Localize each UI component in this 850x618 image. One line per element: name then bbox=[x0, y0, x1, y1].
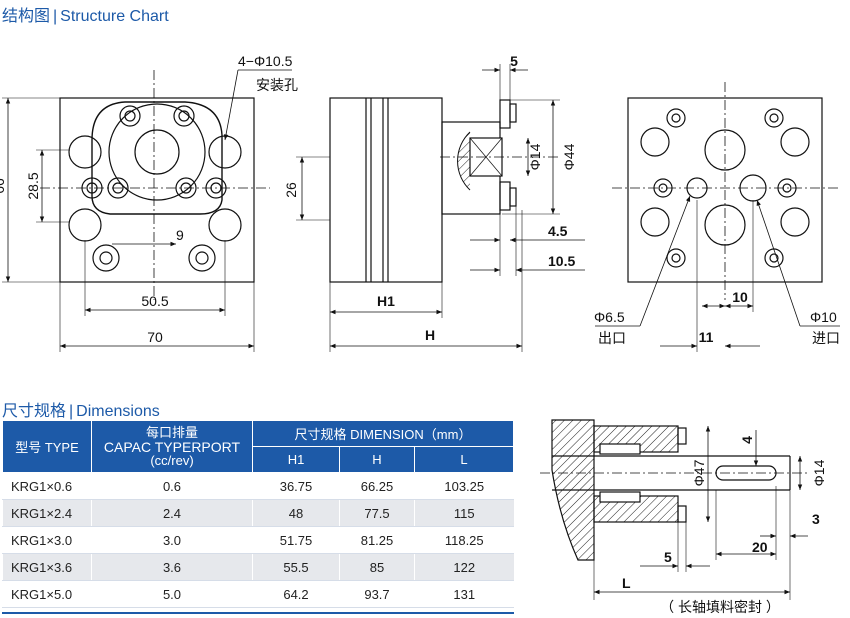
col-type-header: 型号 TYPE bbox=[2, 420, 92, 473]
col-h-header: H bbox=[339, 446, 415, 473]
dim-side-H1: H1 bbox=[377, 293, 395, 309]
cell-capac: 5.0 bbox=[91, 580, 253, 608]
dim-seal-L: L bbox=[622, 575, 631, 591]
inlet-size: Φ10 bbox=[810, 309, 837, 325]
front-view bbox=[2, 69, 292, 352]
cell-capac: 3.0 bbox=[91, 526, 253, 554]
dimensions-title-cn: 尺寸规格 bbox=[2, 403, 67, 420]
cell-l: 131 bbox=[414, 580, 514, 608]
col-h1-header: H1 bbox=[252, 446, 340, 473]
dim-port-10: 10 bbox=[732, 289, 748, 305]
cell-l: 115 bbox=[414, 499, 514, 527]
cell-type: KRG1×2.4 bbox=[2, 499, 92, 527]
side-body-outline bbox=[329, 97, 443, 283]
cell-h1: 36.75 bbox=[252, 472, 340, 500]
dim-side-10-5: 10.5 bbox=[548, 253, 575, 269]
cell-h1: 55.5 bbox=[252, 553, 340, 581]
seal-view bbox=[540, 419, 810, 600]
cell-type: KRG1×0.6 bbox=[2, 472, 92, 500]
dim-66: 66 bbox=[0, 178, 7, 194]
structure-chart-title: 结构图|Structure Chart bbox=[2, 2, 169, 26]
table-row: KRG1×3.6 3.6 55.5 85 122 bbox=[2, 553, 514, 581]
cell-l: 118.25 bbox=[414, 526, 514, 554]
table-row: KRG1×3.0 3.0 51.75 81.25 118.25 bbox=[2, 526, 514, 554]
dim-side-26: 26 bbox=[283, 182, 299, 198]
cell-h1: 51.75 bbox=[252, 526, 340, 554]
col-dimension-header: 尺寸规格 DIMENSION（mm） bbox=[252, 420, 514, 447]
dim-seal-5: 5 bbox=[664, 549, 672, 565]
dim-seal-3: 3 bbox=[812, 511, 820, 527]
dim-side-4-5: 4.5 bbox=[548, 223, 568, 239]
dim-50-5: 50.5 bbox=[141, 293, 168, 309]
dimensions-table: 型号 TYPE 每口排量 CAPAC TYPERPORT (cc/rev) 尺寸… bbox=[2, 420, 514, 608]
cell-capac: 2.4 bbox=[91, 499, 253, 527]
dim-seal-phi14: Φ14 bbox=[811, 459, 827, 486]
cell-type: KRG1×3.0 bbox=[2, 526, 92, 554]
port-view bbox=[595, 82, 840, 352]
cell-h: 85 bbox=[339, 553, 415, 581]
dim-seal-4: 4 bbox=[739, 436, 755, 444]
dim-side-H: H bbox=[425, 327, 435, 343]
table-row: KRG1×2.4 2.4 48 77.5 115 bbox=[2, 499, 514, 527]
holes-label-cn: 安装孔 bbox=[256, 77, 298, 93]
cell-h: 77.5 bbox=[339, 499, 415, 527]
cell-l: 103.25 bbox=[414, 472, 514, 500]
dim-port-11: 11 bbox=[699, 329, 714, 345]
cell-h: 93.7 bbox=[339, 580, 415, 608]
cell-h: 66.25 bbox=[339, 472, 415, 500]
table-bottom-rule bbox=[2, 612, 514, 614]
cell-capac: 3.6 bbox=[91, 553, 253, 581]
dim-28-5: 28.5 bbox=[25, 172, 41, 199]
cell-h: 81.25 bbox=[339, 526, 415, 554]
col-capac-cn: 每口排量 bbox=[145, 424, 198, 440]
structure-title-en: Structure Chart bbox=[60, 8, 169, 25]
dimensions-title: 尺寸规格|Dimensions bbox=[2, 397, 160, 421]
dimensions-title-en: Dimensions bbox=[76, 403, 160, 420]
outlet-size: Φ6.5 bbox=[594, 309, 625, 325]
dim-70: 70 bbox=[147, 329, 163, 345]
cell-h1: 64.2 bbox=[252, 580, 340, 608]
col-capac-header: 每口排量 CAPAC TYPERPORT (cc/rev) bbox=[91, 420, 253, 473]
cell-type: KRG1×5.0 bbox=[2, 580, 92, 608]
table-row: KRG1×0.6 0.6 36.75 66.25 103.25 bbox=[2, 472, 514, 500]
seal-caption: （ 长轴填料密封 ） bbox=[660, 599, 780, 615]
dim-side-5: 5 bbox=[510, 53, 518, 69]
cell-h1: 48 bbox=[252, 499, 340, 527]
front-body-outline bbox=[59, 97, 255, 283]
col-capac-unit: (cc/rev) bbox=[150, 452, 194, 468]
dim-side-phi44: Φ44 bbox=[561, 143, 577, 170]
structure-title-cn: 结构图 bbox=[2, 8, 51, 25]
dim-9: 9 bbox=[176, 227, 184, 243]
inlet-label: 进口 bbox=[812, 330, 840, 346]
table-row: KRG1×5.0 5.0 64.2 93.7 131 bbox=[2, 580, 514, 608]
dim-seal-20: 20 bbox=[752, 539, 768, 555]
title-separator: | bbox=[53, 8, 58, 25]
cell-capac: 0.6 bbox=[91, 472, 253, 500]
outlet-label: 出口 bbox=[598, 330, 626, 346]
dim-seal-phi47: Φ47 bbox=[691, 459, 707, 486]
title-separator: | bbox=[69, 403, 74, 420]
col-l-header: L bbox=[414, 446, 514, 473]
cell-l: 122 bbox=[414, 553, 514, 581]
side-view bbox=[296, 64, 585, 352]
dim-side-phi14: Φ14 bbox=[527, 143, 543, 170]
cell-type: KRG1×3.6 bbox=[2, 553, 92, 581]
holes-label: 4−Φ10.5 bbox=[238, 53, 293, 69]
col-capac-en: CAPAC TYPERPORT bbox=[103, 438, 241, 455]
